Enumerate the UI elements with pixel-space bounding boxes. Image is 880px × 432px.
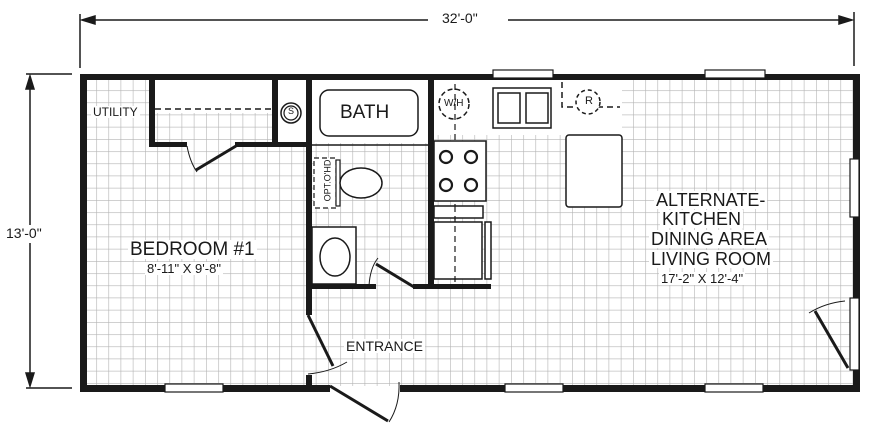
- living-line-1: ALTERNATE-: [654, 190, 768, 210]
- overall-width-label: 32'-0": [440, 10, 480, 26]
- living-line-2: KITCHEN: [660, 209, 744, 229]
- bedroom-size: 8'-11" X 9'-8": [145, 261, 223, 276]
- bedroom-name: BEDROOM #1: [128, 239, 257, 260]
- overall-depth-label: 13'-0": [4, 225, 44, 241]
- living-line-4: LIVING ROOM: [649, 249, 774, 269]
- entrance-door: [306, 314, 400, 423]
- entrance-label: ENTRANCE: [344, 338, 426, 354]
- living-line-3: DINING AREA: [649, 229, 770, 249]
- opt-overhead-label: OPT.O'HD: [322, 159, 333, 202]
- water-heater-label: W/H: [444, 98, 464, 109]
- kitchen-cabinets: [433, 205, 492, 280]
- kitchen-peninsula: [565, 134, 623, 208]
- sink-fixture-icon: [280, 102, 302, 124]
- side-door: [808, 300, 850, 369]
- kitchen-sink-icon: [492, 87, 552, 129]
- bath-door: [368, 257, 415, 289]
- utility-door: [186, 144, 237, 173]
- refrigerator-icon: [561, 82, 620, 115]
- bath-label: BATH: [340, 102, 390, 123]
- utility-label: UTILITY: [91, 105, 140, 119]
- windows: [164, 69, 860, 393]
- living-size: 17'-2" X 12'-4": [659, 271, 746, 286]
- bath-sink-icon: [311, 226, 357, 285]
- refrigerator-label: R: [585, 95, 593, 107]
- dimension-lines: [24, 12, 855, 389]
- range-stove-icon: [433, 140, 487, 202]
- bathtub: [319, 89, 419, 137]
- sink-symbol-label: S: [288, 106, 295, 116]
- toilet-icon: [313, 157, 383, 209]
- interior-walls: [149, 79, 491, 315]
